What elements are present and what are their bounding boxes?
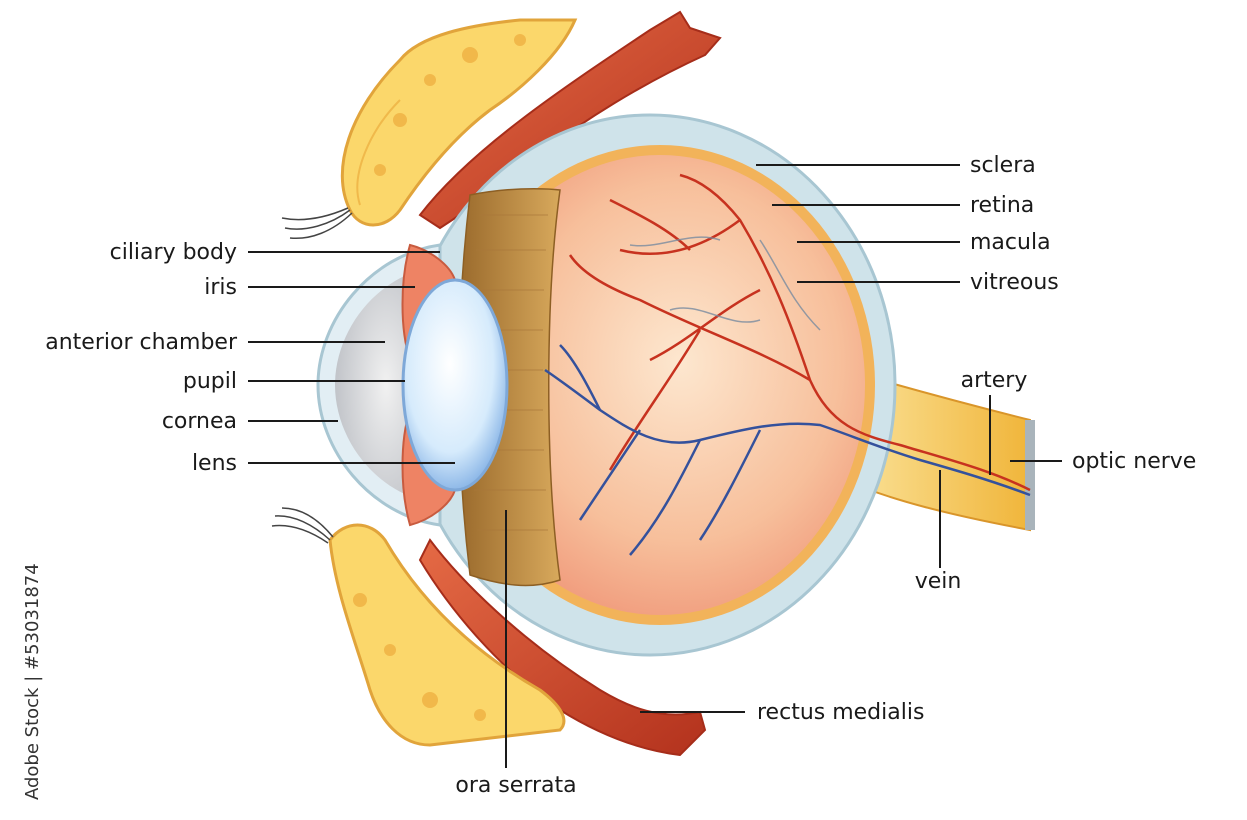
label-vein: vein [915,569,962,594]
label-artery: artery [961,368,1028,393]
label-anterior-chamber: anterior chamber [45,330,238,355]
label-ora-serrata: ora serrata [455,773,576,798]
lower-eyelashes [272,508,333,543]
label-pupil: pupil [183,369,237,394]
label-cornea: cornea [162,409,237,434]
upper-eyelashes [282,208,352,238]
label-vitreous: vitreous [970,270,1059,295]
label-sclera: sclera [970,153,1036,178]
label-iris: iris [204,275,237,300]
label-rectus-medialis: rectus medialis [757,700,924,725]
watermark-text: Adobe Stock | #53031874 [22,563,43,800]
label-retina: retina [970,193,1034,218]
label-lens: lens [192,451,237,476]
label-macula: macula [970,230,1051,255]
label-ciliary-body: ciliary body [110,240,237,265]
label-optic-nerve: optic nerve [1072,449,1196,474]
lens-shape [403,280,507,490]
